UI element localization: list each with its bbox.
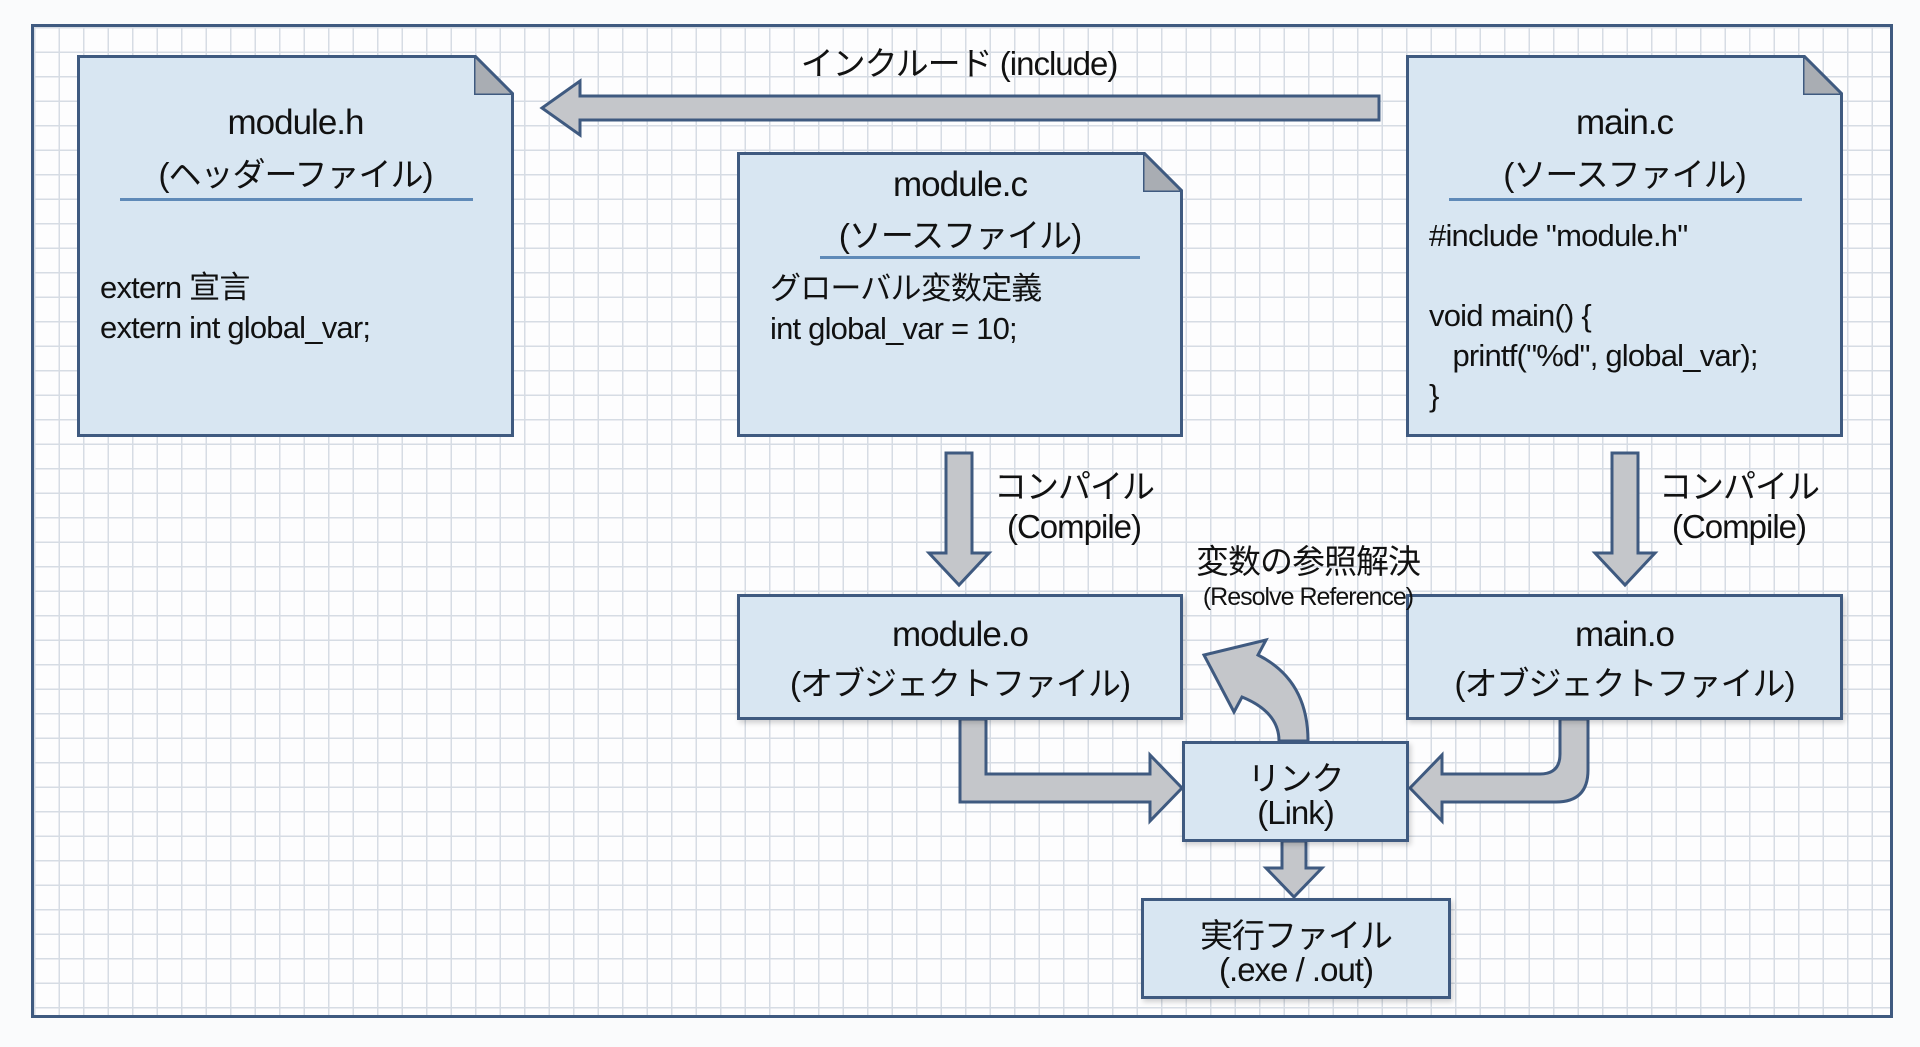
resolve-label-en: (Resolve Reference) xyxy=(1202,583,1414,611)
code-line: グローバル変数定義 xyxy=(770,271,1042,306)
code-line: } xyxy=(1429,378,1439,413)
compile-label-left-ja: コンパイル xyxy=(994,468,1155,505)
module-h-file: module.h (ヘッダーファイル) extern 宣言 extern int… xyxy=(77,55,514,437)
compile-arrow-right xyxy=(1591,451,1659,588)
resolve-reference-arrow xyxy=(1201,637,1310,743)
file-subtitle: (ヘッダーファイル) xyxy=(158,156,433,193)
main-o-file: main.o (オブジェクトファイル) xyxy=(1406,594,1843,720)
module-o-file: module.o (オブジェクトファイル) xyxy=(737,594,1183,720)
compile-label-right-ja: コンパイル xyxy=(1659,468,1820,505)
object-subtitle: (オブジェクトファイル) xyxy=(790,665,1131,702)
object-subtitle: (オブジェクトファイル) xyxy=(1454,665,1796,702)
include-arrow xyxy=(539,78,1381,138)
code-line: extern int global_var; xyxy=(100,310,371,345)
code-line: extern 宣言 xyxy=(100,270,250,305)
compile-label-right-en: (Compile) xyxy=(1671,508,1807,545)
code-line: void main() { xyxy=(1429,298,1591,333)
resolve-label-ja: 変数の参照解決 xyxy=(1196,543,1421,580)
include-label: インクルード (include) xyxy=(800,45,1119,82)
module-o-to-link-arrow xyxy=(958,717,1185,825)
file-title: module.c xyxy=(892,165,1028,204)
code-line: printf("%d", global_var); xyxy=(1429,338,1758,373)
module-c-file: module.c (ソースファイル) グローバル変数定義 int global_… xyxy=(737,152,1183,437)
code-line: #include "module.h" xyxy=(1429,218,1688,253)
link-subtitle: (Link) xyxy=(1257,794,1335,831)
executable-subtitle: (.exe / .out) xyxy=(1219,951,1374,988)
page-fold-icon xyxy=(1803,55,1843,95)
file-title: main.c xyxy=(1575,103,1674,142)
object-title: main.o xyxy=(1574,615,1675,654)
executable-title: 実行ファイル xyxy=(1200,917,1393,954)
code-line: int global_var = 10; xyxy=(770,311,1017,346)
divider xyxy=(820,256,1140,259)
executable-file: 実行ファイル (.exe / .out) xyxy=(1141,898,1451,999)
divider xyxy=(120,198,473,201)
main-o-to-link-arrow xyxy=(1407,717,1590,825)
link-title: リンク xyxy=(1247,760,1345,797)
object-title: module.o xyxy=(892,615,1029,654)
file-subtitle: (ソースファイル) xyxy=(838,217,1082,254)
page-fold-icon xyxy=(1143,152,1183,192)
page-fold-icon xyxy=(474,55,514,95)
main-c-file: main.c (ソースファイル) #include "module.h" voi… xyxy=(1406,55,1843,437)
link-step: リンク (Link) xyxy=(1182,741,1409,842)
compile-arrow-left xyxy=(925,451,993,588)
link-to-executable-arrow xyxy=(1262,839,1326,900)
divider xyxy=(1449,198,1802,201)
file-subtitle: (ソースファイル) xyxy=(1503,156,1746,193)
compile-label-left-en: (Compile) xyxy=(1006,508,1142,545)
file-title: module.h xyxy=(227,103,364,142)
